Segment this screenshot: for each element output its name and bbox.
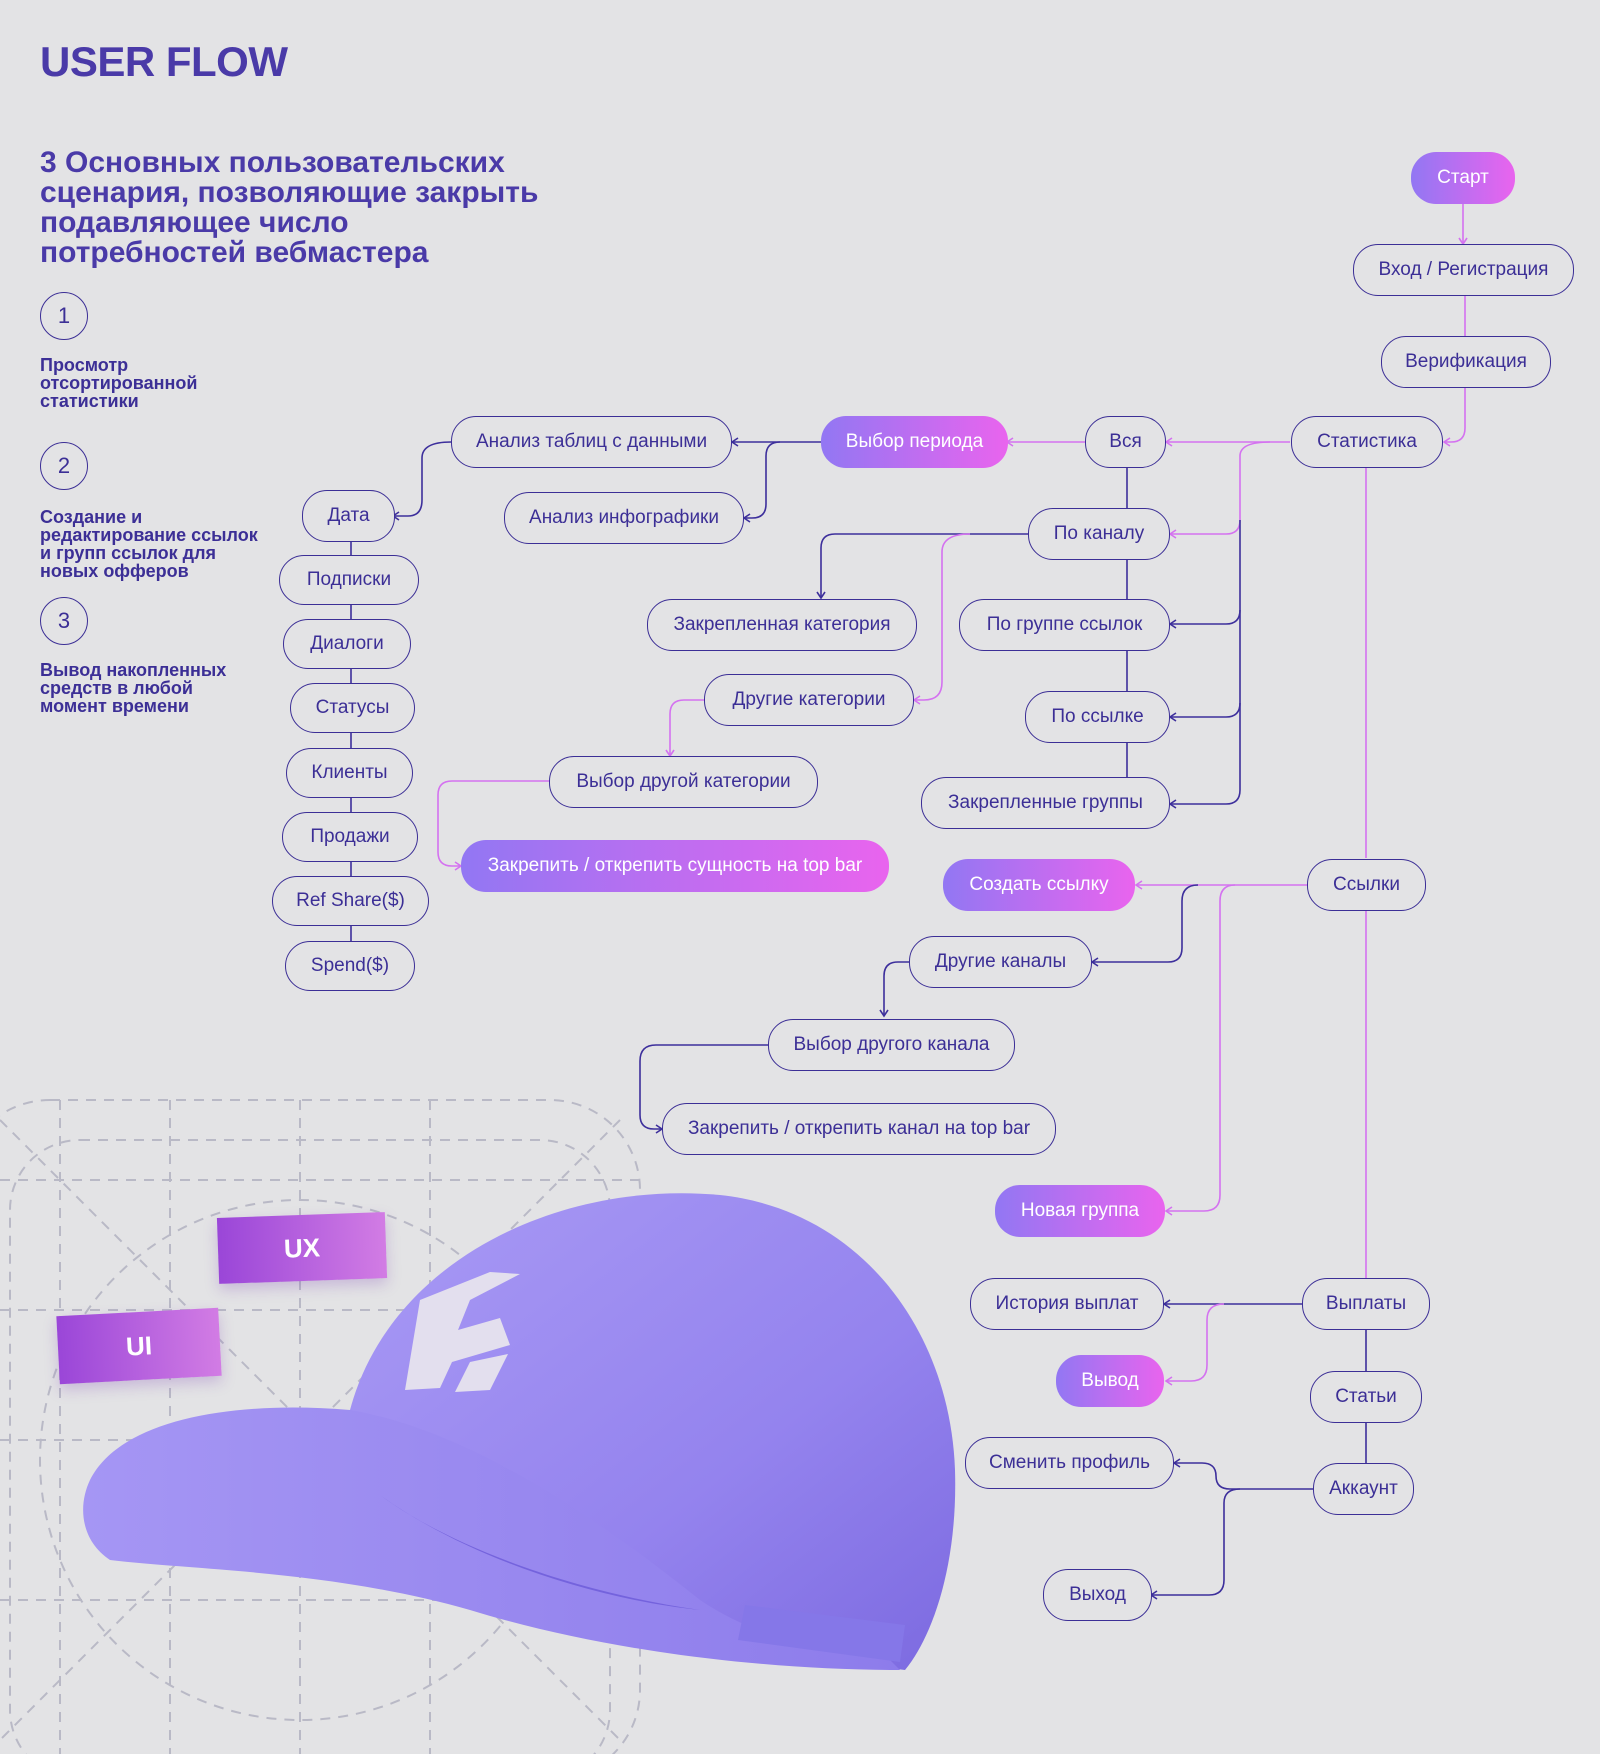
node-period-select[interactable]: Выбор периода [821, 416, 1008, 468]
node-sales[interactable]: Продажи [282, 812, 418, 862]
step-3-text: Вывод накопленных средств в любой момент… [40, 660, 227, 716]
node-spend[interactable]: Spend($) [285, 941, 415, 991]
node-payout-history[interactable]: История выплат [970, 1278, 1164, 1330]
step-2-number: 2 [40, 442, 88, 490]
node-by-link[interactable]: По ссылке [1025, 691, 1170, 743]
node-choose-channel[interactable]: Выбор другого канала [768, 1019, 1015, 1071]
node-statistics[interactable]: Статистика [1291, 416, 1443, 468]
node-date[interactable]: Дата [302, 490, 395, 542]
cap-illustration [0, 1099, 956, 1754]
node-subscriptions[interactable]: Подписки [279, 555, 419, 605]
node-other-categories[interactable]: Другие категории [704, 674, 914, 726]
node-account[interactable]: Аккаунт [1313, 1463, 1414, 1515]
node-dialogs[interactable]: Диалоги [283, 619, 411, 669]
node-withdraw[interactable]: Вывод [1056, 1355, 1164, 1407]
node-statuses[interactable]: Статусы [290, 683, 415, 733]
node-infographics-analysis[interactable]: Анализ инфографики [504, 492, 744, 544]
node-logout[interactable]: Выход [1043, 1569, 1152, 1621]
cap-logo-icon [405, 1272, 520, 1392]
node-login[interactable]: Вход / Регистрация [1353, 244, 1574, 296]
step-2-text: Создание и редактирование ссылок и групп… [40, 507, 258, 581]
node-other-channels[interactable]: Другие каналы [909, 936, 1092, 988]
node-by-link-group[interactable]: По группе ссылок [959, 599, 1170, 651]
page-subtitle: 3 Основных пользовательских сценария, по… [40, 146, 539, 269]
node-payouts[interactable]: Выплаты [1302, 1278, 1430, 1330]
node-all[interactable]: Вся [1085, 416, 1166, 468]
node-by-channel[interactable]: По каналу [1028, 508, 1170, 560]
cap-brim [83, 1407, 901, 1670]
node-new-group[interactable]: Новая группа [995, 1185, 1165, 1237]
step-1-text: Просмотр отсортированной статистики [40, 355, 198, 411]
step-1-number: 1 [40, 292, 88, 340]
page-title: USER FLOW [40, 38, 288, 85]
node-verification[interactable]: Верификация [1381, 336, 1551, 388]
node-create-link[interactable]: Создать ссылку [943, 859, 1135, 911]
step-3-number: 3 [40, 597, 88, 645]
node-change-profile[interactable]: Сменить профиль [965, 1437, 1174, 1489]
node-clients[interactable]: Клиенты [286, 748, 413, 798]
cap-strap [738, 1605, 905, 1662]
node-pin-channel[interactable]: Закрепить / открепить канал на top bar [662, 1103, 1056, 1155]
node-choose-category[interactable]: Выбор другой категории [549, 756, 818, 808]
node-table-analysis[interactable]: Анализ таблиц с данными [451, 416, 732, 468]
node-ref-share[interactable]: Ref Share($) [272, 876, 429, 926]
node-pin-entity[interactable]: Закрепить / открепить сущность на top ba… [461, 840, 889, 892]
node-links[interactable]: Ссылки [1307, 859, 1426, 911]
node-pinned-category[interactable]: Закрепленная категория [647, 599, 917, 651]
node-articles[interactable]: Статьи [1310, 1371, 1422, 1423]
node-start[interactable]: Старт [1411, 152, 1515, 204]
node-pinned-groups[interactable]: Закрепленные группы [921, 777, 1170, 829]
